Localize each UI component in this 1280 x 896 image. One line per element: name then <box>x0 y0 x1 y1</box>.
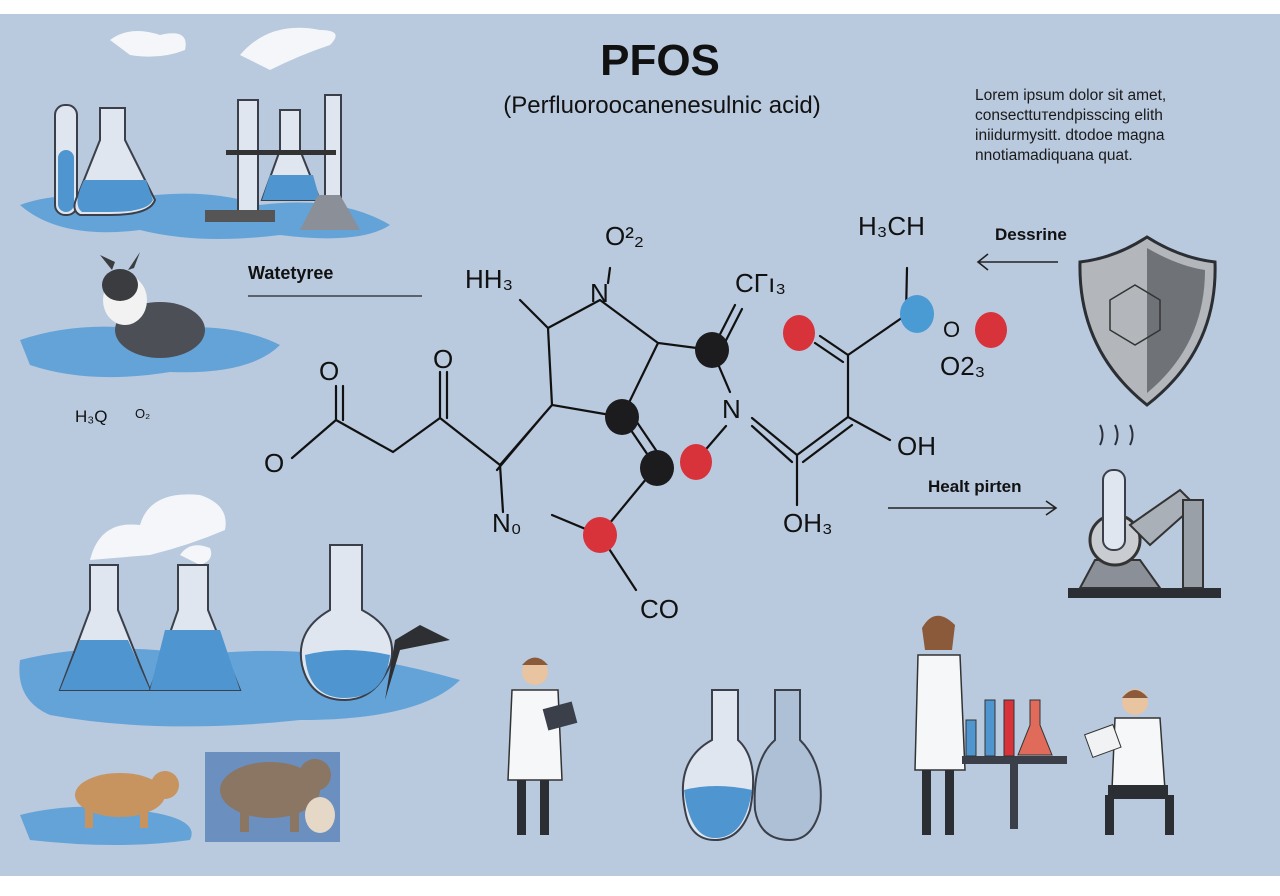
oxygen-atom <box>583 517 617 553</box>
atom-label: N <box>590 278 609 308</box>
lab-apparatus-illustration <box>1068 424 1221 598</box>
scientist-seated-illustration <box>1083 689 1174 835</box>
atom-label: OH₃ <box>783 508 833 538</box>
atom-label: OH <box>897 431 936 461</box>
animal-in-water-illustration <box>20 252 280 378</box>
water-label: Watetyree <box>248 263 333 283</box>
infographic-svg: PFOS (Perfluoroocanenesulnic acid) O²₂ H… <box>19 27 1221 845</box>
atom-label: N₀ <box>492 508 522 538</box>
atom-label: O <box>264 448 284 478</box>
flasks-in-water-illustration <box>19 494 460 727</box>
atom-label: HH₃ <box>465 264 513 294</box>
carbon-atom <box>695 332 729 368</box>
dessrine-label: Dessrine <box>995 225 1067 244</box>
atom-label: O <box>433 344 453 374</box>
oxygen-atom <box>680 444 712 480</box>
beakers-illustration <box>681 689 822 842</box>
arrow-left-icon <box>976 253 1058 271</box>
description-line: nnotiamadiquana quat. <box>975 147 1133 164</box>
h3q-label: H₃Q <box>75 407 107 426</box>
atom-label: CΓı₃ <box>735 268 786 298</box>
carbon-atom <box>640 450 674 486</box>
shield-icon <box>1078 235 1217 407</box>
page-title: PFOS <box>600 36 720 85</box>
nitrogen-atom <box>900 295 934 333</box>
oxygen-atom <box>783 315 815 351</box>
molecule-atoms <box>583 295 1007 553</box>
animals-illustration <box>20 752 340 845</box>
description-text: Lorem ipsum dolor sit amet, consecttuтеnd… <box>975 86 1166 166</box>
atom-label: O2₃ <box>940 351 985 381</box>
description-line: Lorem ipsum dolor sit amet, <box>975 87 1167 104</box>
atom-label: O <box>943 317 960 342</box>
atom-label: N <box>722 394 741 424</box>
carbon-atom <box>605 399 639 435</box>
oxygen-atom <box>975 312 1007 348</box>
description-line: consecttuтеndpisscing elith <box>975 107 1163 124</box>
molecule-labels: O²₂ HH₃ N CΓı₃ H₃CH O O O N OH OH₃ N₀ CO… <box>264 211 985 624</box>
arrow-right-icon <box>888 500 1058 516</box>
description-line: iniidurmysitt. dtodoe magna <box>975 127 1165 144</box>
atom-label: O <box>319 356 339 386</box>
o2-label: O₂ <box>135 406 150 421</box>
page-subtitle: (Perfluoroocanenesulnic acid) <box>503 92 821 119</box>
lab-equipment-illustration <box>20 27 390 239</box>
atom-label: O²₂ <box>605 221 644 251</box>
infographic-canvas: PFOS (Perfluoroocanenesulnic acid) O²₂ H… <box>0 14 1280 876</box>
atom-label: H₃CH <box>858 211 925 241</box>
scientist-at-table-illustration <box>914 615 1067 835</box>
scientist-with-tablet-illustration <box>507 657 578 835</box>
atom-label: CO <box>640 594 679 624</box>
health-label: Healt pirten <box>928 477 1022 496</box>
